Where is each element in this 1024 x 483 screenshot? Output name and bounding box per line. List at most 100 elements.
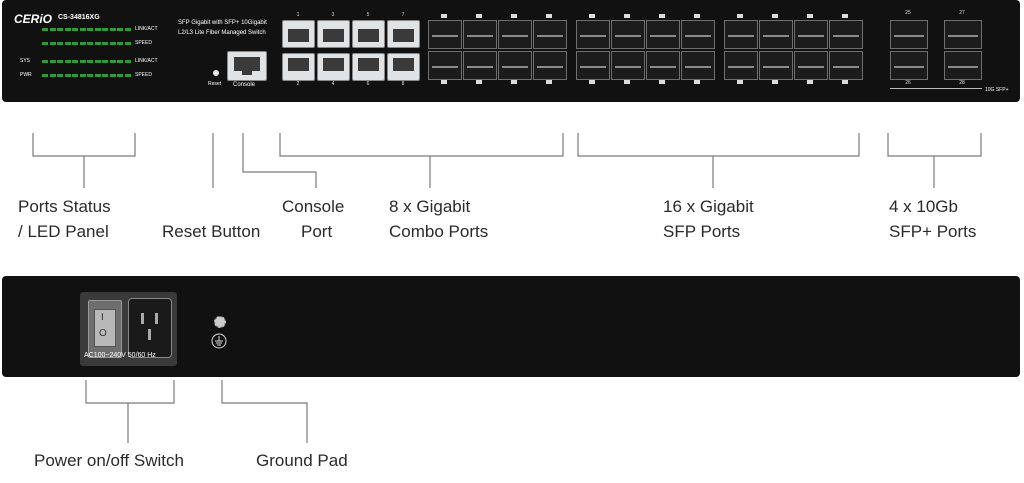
status-led (64, 28, 71, 31)
sfp-port[interactable] (533, 51, 567, 80)
reset-label: Reset (208, 81, 222, 87)
sfp-port[interactable] (724, 51, 758, 80)
port-number-tag (624, 80, 630, 84)
sfp-port[interactable] (646, 20, 680, 49)
label-console-line1: Console (282, 197, 345, 216)
rj45-port[interactable] (387, 20, 420, 48)
sfp-port-group-2 (576, 14, 715, 84)
status-led (64, 60, 71, 63)
port-number-tag (772, 14, 778, 18)
port-number-tag (511, 80, 517, 84)
sfp-port[interactable] (576, 20, 610, 49)
rj45-port[interactable] (317, 53, 350, 81)
reset-button[interactable] (213, 70, 219, 76)
sfp-port[interactable] (681, 51, 715, 80)
rj45-port[interactable] (282, 53, 315, 81)
sfp-port[interactable] (794, 51, 828, 80)
ground-icon (211, 333, 227, 349)
port-number-tag (589, 80, 595, 84)
status-led (124, 74, 131, 77)
sfp-port[interactable] (681, 20, 715, 49)
sfp-port[interactable] (611, 20, 645, 49)
sfp-port[interactable] (829, 51, 863, 80)
led-label-pwr: PWR (20, 72, 32, 78)
brand-logo: CERiO (14, 12, 53, 26)
sfp-port[interactable] (498, 20, 532, 49)
rj45-port[interactable] (282, 20, 315, 48)
sfp-plus-port[interactable] (890, 20, 928, 49)
sfp-port[interactable] (759, 51, 793, 80)
model-number: CS-34816XG (58, 14, 100, 21)
rj45-port[interactable] (387, 53, 420, 81)
status-led (49, 74, 56, 77)
sfp-port[interactable] (533, 20, 567, 49)
sfp-port[interactable] (428, 51, 462, 80)
sfp-port[interactable] (646, 51, 680, 80)
rj45-port[interactable] (352, 53, 385, 81)
port-number: 26 (905, 80, 911, 86)
status-led (94, 28, 101, 31)
port-number: 27 (959, 10, 965, 16)
sfp-plus-port[interactable] (890, 51, 928, 80)
led-panel: LINK/ACT SPEED SYS PWR LINK/ACT SPEED (2, 0, 158, 100)
power-switch[interactable]: I O (88, 300, 122, 358)
product-description-line1: SFP Gigabit with SFP+ 10Gigabit (178, 20, 267, 26)
sfp-port[interactable] (463, 51, 497, 80)
port-number-tag (624, 14, 630, 18)
sfp-port[interactable] (611, 51, 645, 80)
status-led (79, 28, 86, 31)
sfp-plus-port[interactable] (944, 51, 982, 80)
status-led (94, 42, 101, 45)
port-number: 25 (905, 10, 911, 16)
rj45-port[interactable] (352, 20, 385, 48)
label-sfp-line2: SFP Ports (663, 222, 741, 241)
status-led (72, 60, 78, 63)
sfp-port[interactable] (794, 20, 828, 49)
port-number-tag (694, 80, 700, 84)
bracket-combo-ports (279, 133, 564, 157)
port-number-tag (772, 80, 778, 84)
sfp-port[interactable] (576, 51, 610, 80)
leader-console-port (242, 133, 317, 188)
status-led (57, 74, 63, 77)
sfp-plus-port[interactable] (944, 20, 982, 49)
status-led (117, 28, 123, 31)
port-number: 6 (366, 81, 370, 87)
sfp-plus-divider (890, 88, 982, 89)
sfp-port[interactable] (759, 20, 793, 49)
status-led (87, 60, 93, 63)
port-number: 8 (401, 81, 405, 87)
status-led (49, 42, 56, 45)
status-led (124, 42, 131, 45)
status-led (57, 42, 63, 45)
sfp-port[interactable] (428, 20, 462, 49)
status-led (79, 60, 86, 63)
console-port[interactable] (227, 51, 267, 81)
led-label-speed: SPEED (135, 40, 152, 46)
status-led (72, 28, 78, 31)
status-led (87, 28, 93, 31)
status-led (117, 74, 123, 77)
status-led (42, 28, 48, 31)
ground-screw (214, 316, 226, 328)
sfp-port[interactable] (829, 20, 863, 49)
label-reset-button: Reset Button (162, 222, 261, 241)
port-number-tag (441, 80, 447, 84)
status-led (102, 60, 108, 63)
sfp-port[interactable] (724, 20, 758, 49)
status-led (102, 74, 108, 77)
label-ports-status-line1: Ports Status (18, 197, 111, 216)
led-label-speed-2: SPEED (135, 72, 152, 78)
status-led (57, 28, 63, 31)
port-number-tag (737, 14, 743, 18)
sfp-port[interactable] (498, 51, 532, 80)
power-inlet (128, 298, 172, 358)
sfp-port[interactable] (463, 20, 497, 49)
status-led (94, 60, 101, 63)
port-number-tag (511, 14, 517, 18)
port-number: 28 (959, 80, 965, 86)
rj45-port[interactable] (317, 20, 350, 48)
status-led (124, 28, 131, 31)
leader-ground-pad (221, 380, 308, 443)
